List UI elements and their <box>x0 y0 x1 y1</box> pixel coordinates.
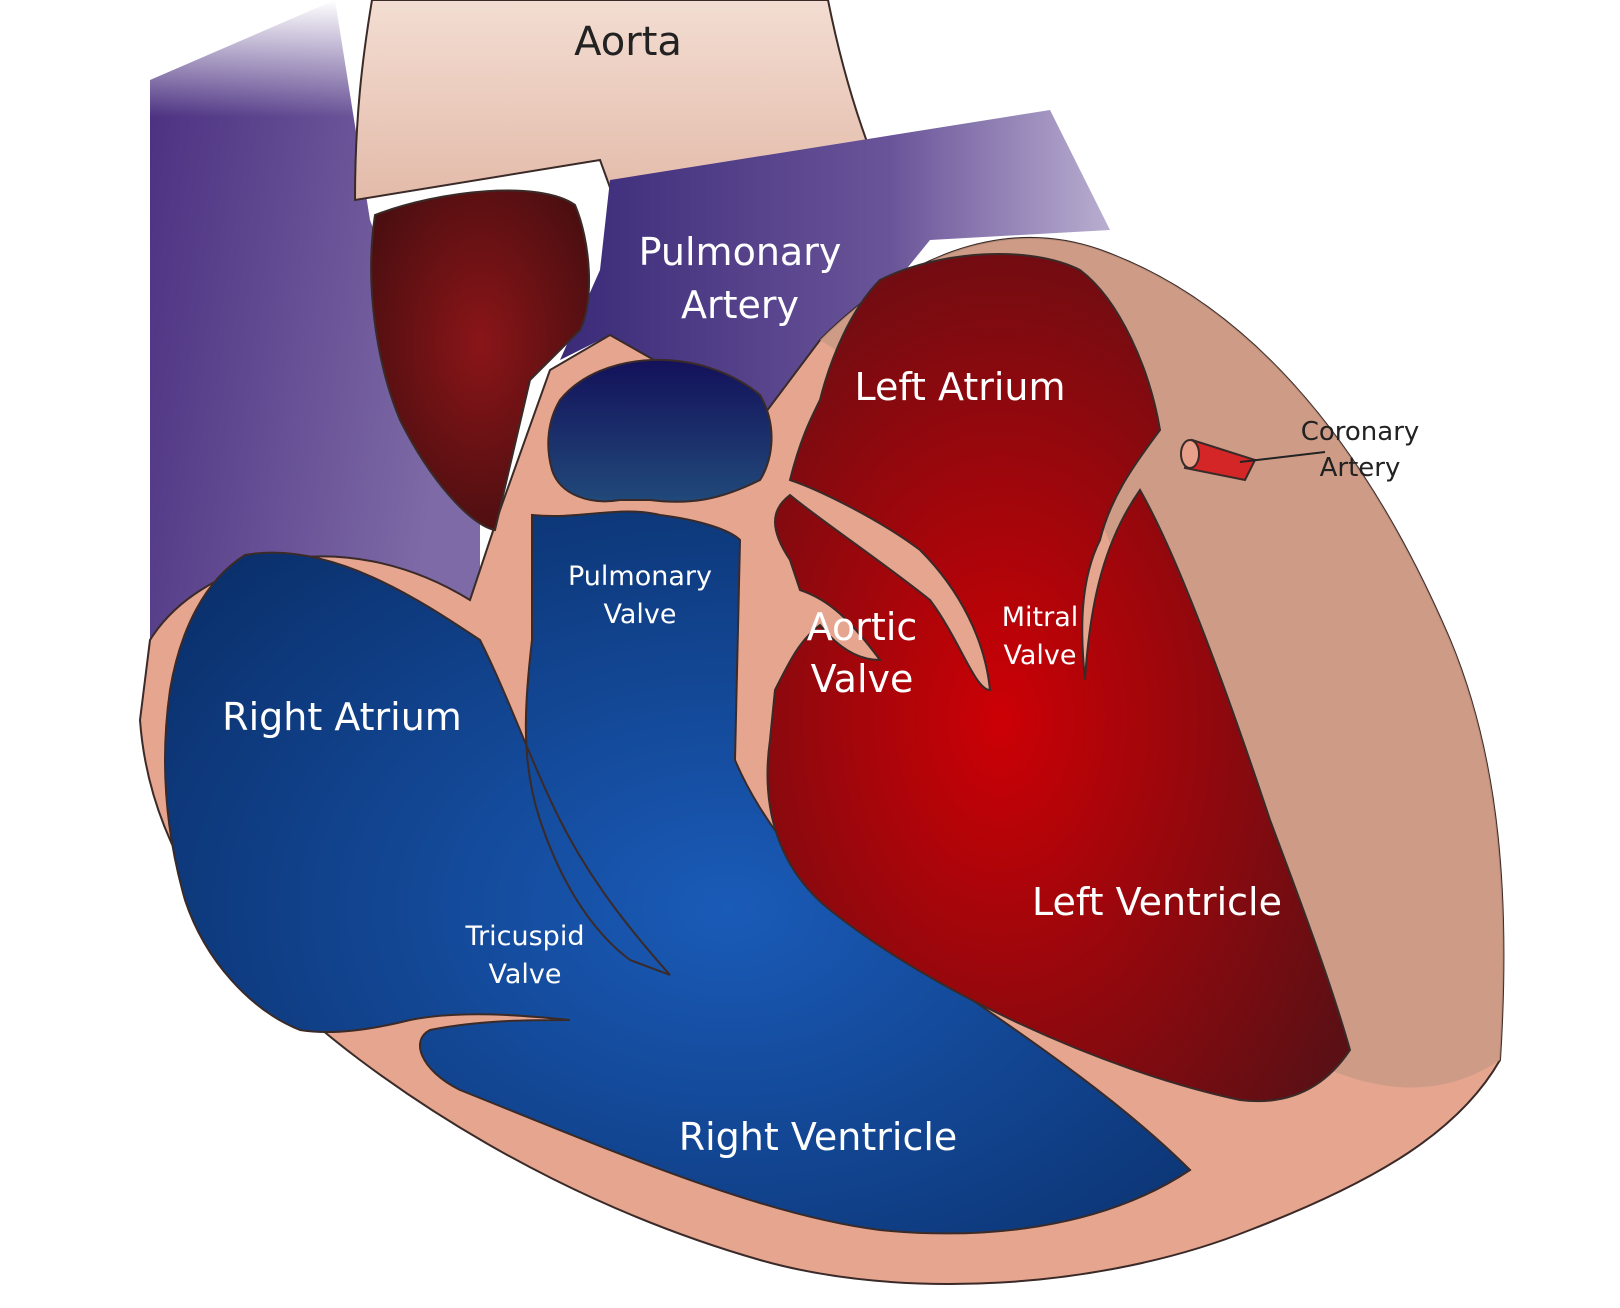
label-tricuspid-valve-line1: Tricuspid <box>465 921 585 952</box>
label-mitral-valve-line1: Mitral <box>1002 602 1079 633</box>
label-tricuspid-valve-line2: Valve <box>488 959 561 990</box>
superior-vena-cava <box>150 0 480 640</box>
label-coronary-artery-line2: Artery <box>1320 453 1401 483</box>
aorta-lumen <box>370 189 591 532</box>
right-heart-chamber <box>164 510 1192 1235</box>
pulmonary-trunk-lumen <box>547 359 773 503</box>
label-right-atrium: Right Atrium <box>222 695 462 739</box>
label-pulmonary-valve-line2: Valve <box>603 599 676 630</box>
label-left-atrium: Left Atrium <box>854 365 1065 409</box>
label-right-ventricle: Right Ventricle <box>679 1115 958 1159</box>
label-aortic-valve-line1: Aortic <box>807 605 918 649</box>
label-aorta: Aorta <box>574 19 682 65</box>
label-pulmonary-artery-line2: Artery <box>681 283 799 327</box>
coronary-artery-leader-line <box>1239 451 1326 463</box>
label-pulmonary-valve-line1: Pulmonary <box>568 561 712 592</box>
label-coronary-artery-line1: Coronary <box>1301 417 1420 447</box>
label-aortic-valve-line2: Valve <box>811 657 914 701</box>
left-heart-chamber <box>766 253 1352 1103</box>
coronary-artery-vessel <box>1180 438 1257 482</box>
pulmonary-artery-vessel <box>560 110 1110 430</box>
label-mitral-valve-line2: Valve <box>1003 640 1076 671</box>
label-left-ventricle: Left Ventricle <box>1032 880 1282 924</box>
label-pulmonary-artery-line1: Pulmonary <box>639 230 842 274</box>
